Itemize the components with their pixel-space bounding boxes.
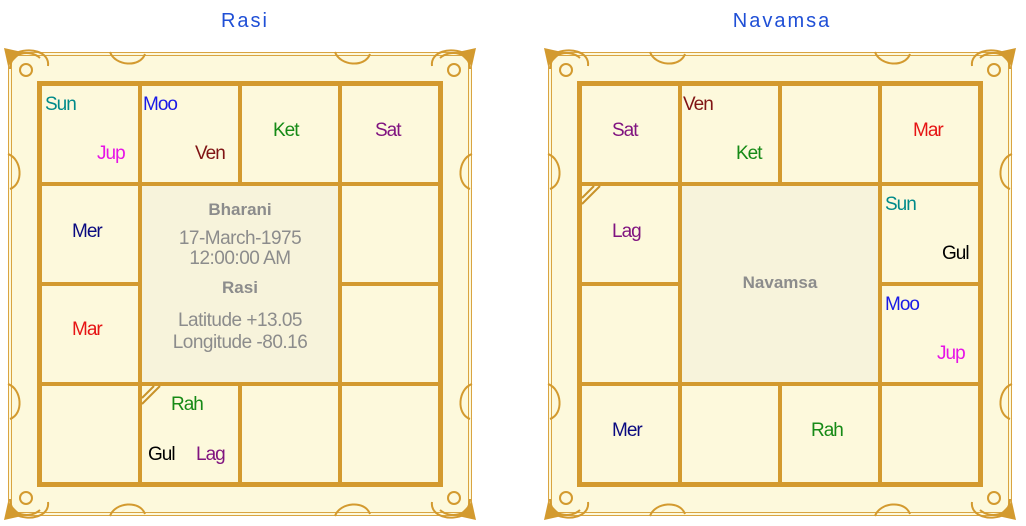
rasi-house-leo [340, 284, 440, 384]
rasi-planet-sat: Sat [375, 120, 401, 142]
rasi-house-sagittarius [40, 384, 140, 484]
rasi-planet-mer: Mer [72, 221, 102, 243]
rasi-chart-title: Rasi [95, 10, 395, 33]
rasi-planet-jup: Jup [97, 143, 125, 165]
navamsa-grid: Sat Ven Ket Mar Lag Sun Gul Moo Jup Mer … [580, 84, 980, 484]
navamsa-center-label: Navamsa [680, 273, 880, 293]
navamsa-planet-mar: Mar [913, 120, 943, 142]
rasi-planet-mar: Mar [72, 319, 102, 341]
navamsa-planet-lag: Lag [612, 221, 641, 243]
rasi-lagna-marker [140, 384, 170, 414]
rasi-chart: Sun Jup Moo Ven Ket Sat Mer Mar Rah Gul … [0, 44, 480, 524]
navamsa-planet-ven: Ven [683, 94, 713, 116]
navamsa-planet-mer: Mer [612, 420, 642, 442]
rasi-planet-ket: Ket [273, 120, 299, 142]
rasi-planet-rah: Rah [171, 394, 203, 416]
navamsa-planet-jup: Jup [937, 343, 965, 365]
navamsa-house-virgo [880, 384, 980, 484]
navamsa-chart: Sat Ven Ket Mar Lag Sun Gul Moo Jup Mer … [540, 44, 1020, 524]
navamsa-chart-title: Navamsa [632, 10, 932, 33]
navamsa-planet-rah: Rah [811, 420, 843, 442]
navamsa-planet-gul: Gul [942, 243, 969, 265]
navamsa-house-capricorn [580, 284, 680, 384]
rasi-planet-ven: Ven [195, 143, 225, 165]
rasi-nakshatra: Bharani [140, 200, 340, 220]
rasi-planet-sun: Sun [45, 94, 76, 116]
rasi-birth-date: 17-March-1975 [140, 228, 340, 250]
rasi-latitude: Latitude +13.05 [140, 310, 340, 332]
rasi-longitude: Longitude -80.16 [140, 332, 340, 354]
navamsa-house-taurus [780, 84, 880, 184]
rasi-house-libra [240, 384, 340, 484]
rasi-house-virgo [340, 384, 440, 484]
navamsa-lagna-marker [580, 184, 610, 214]
rasi-planet-lag: Lag [196, 444, 225, 466]
navamsa-house-scorpio [680, 384, 780, 484]
rasi-birth-time: 12:00:00 AM [140, 248, 340, 270]
navamsa-planet-moo: Moo [885, 294, 919, 316]
rasi-house-cancer [340, 184, 440, 284]
rasi-planet-gul: Gul [148, 444, 175, 466]
rasi-grid: Sun Jup Moo Ven Ket Sat Mer Mar Rah Gul … [40, 84, 440, 484]
navamsa-planet-sat: Sat [612, 120, 638, 142]
rasi-planet-moo: Moo [143, 94, 177, 116]
navamsa-planet-sun: Sun [885, 194, 916, 216]
navamsa-planet-ket: Ket [736, 143, 762, 165]
rasi-chart-name: Rasi [140, 278, 340, 298]
